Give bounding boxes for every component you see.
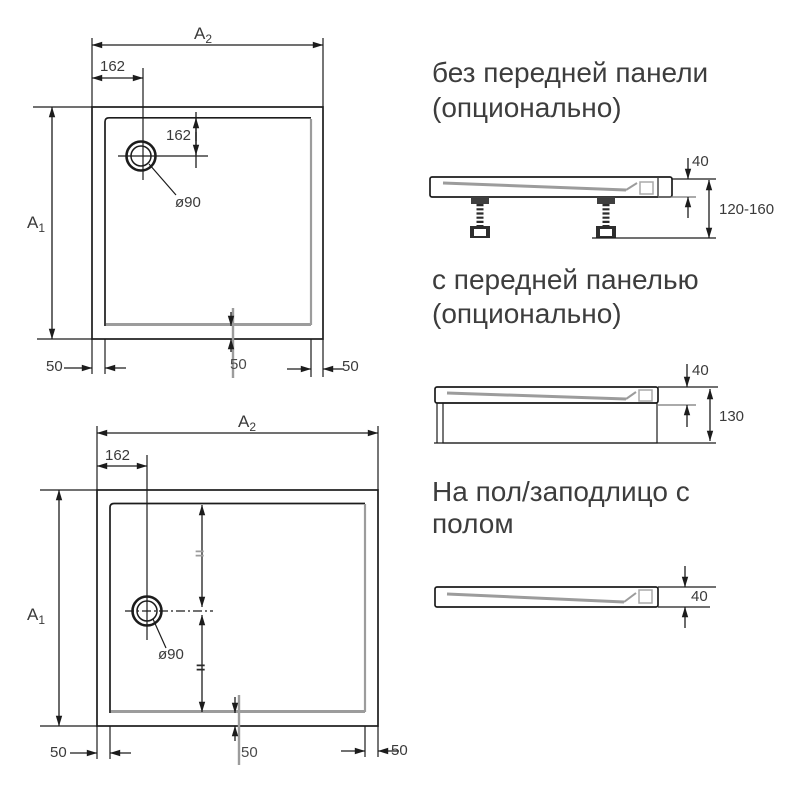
plan-view-top: A2 A1 162 162 ø90 50 50 50	[27, 24, 359, 378]
dim-120-160-side1: 120-160	[719, 201, 774, 218]
dim-40-side2: 40	[692, 362, 709, 379]
dim-50-left-top: 50	[46, 358, 63, 375]
dimension-lines-side2	[658, 364, 718, 442]
tray-section-body	[429, 176, 673, 198]
plan-view-bottom: A2 A1 162 ø90 = = 50 50 50	[27, 412, 408, 765]
dim-162-vertical-top: 162	[166, 127, 191, 144]
dim-a1-label-bottom: A1	[27, 605, 45, 627]
side-view-on-floor: На пол/заподлицо с полом 40	[432, 476, 716, 628]
leg-left	[470, 197, 490, 238]
tray-outer-edge-bottom-plan	[96, 489, 379, 727]
dimension-lines-bottom-plan	[55, 429, 399, 765]
side3-title-line1: На пол/заподлицо с	[432, 476, 690, 507]
tray-section-body	[434, 586, 659, 608]
leg-right	[596, 197, 616, 238]
dim-a2-label-bottom: A2	[238, 412, 256, 434]
front-panel	[434, 402, 716, 444]
side3-title-line2: полом	[432, 508, 514, 539]
dimension-lines-top-plan	[48, 41, 344, 378]
drain-top-plan	[125, 140, 177, 196]
side-view-without-panel: без передней панели (опционально)	[429, 57, 774, 239]
drain-diameter-label-top: ø90	[175, 194, 201, 211]
drain-recess	[638, 389, 653, 402]
dim-50-center-bottom: 50	[241, 744, 258, 761]
equal-mark-upper: =	[195, 546, 204, 563]
drain-leader-line	[152, 618, 167, 649]
dim-50-center-top: 50	[230, 356, 247, 373]
side1-title-line2: (опционально)	[432, 92, 622, 123]
dim-162-horizontal-top: 162	[100, 58, 125, 75]
tray-inner-edge-top-plan	[104, 116, 313, 326]
extension-lines-bottom-plan	[40, 426, 379, 759]
drain-recess	[638, 589, 653, 604]
side-view-with-panel: с передней панелью (опционально) 40 130	[432, 264, 744, 444]
dim-50-left-bottom: 50	[50, 744, 67, 761]
tray-outer-edge-top-plan	[91, 106, 324, 340]
tray-inner-edge-bottom-plan	[109, 502, 367, 713]
dim-130-side2: 130	[719, 408, 744, 425]
side2-title-line1: с передней панелью	[432, 264, 699, 295]
dim-162-horizontal-bottom: 162	[105, 447, 130, 464]
dim-40-side3: 40	[691, 588, 708, 605]
dim-a1-label-top: A1	[27, 213, 45, 235]
tray-basin-profile	[446, 589, 653, 604]
dimension-lines-side3	[658, 566, 716, 628]
dim-40-side1: 40	[692, 153, 709, 170]
equal-mark-lower: =	[196, 660, 205, 677]
tray-basin-profile	[446, 389, 653, 402]
dim-50-right-top: 50	[342, 358, 359, 375]
side2-title-line2: (опционально)	[432, 298, 622, 329]
tray-basin-profile	[442, 178, 659, 196]
dimension-lines-side1	[592, 158, 716, 239]
drain-leader-line	[148, 163, 177, 196]
drain-recess	[639, 181, 654, 195]
dim-a2-label-top: A2	[194, 24, 212, 46]
side1-title-line1: без передней панели	[432, 57, 708, 88]
drain-diameter-label-bottom: ø90	[158, 646, 184, 663]
dim-50-right-bottom: 50	[391, 742, 408, 759]
drain-bottom-plan	[131, 595, 167, 649]
